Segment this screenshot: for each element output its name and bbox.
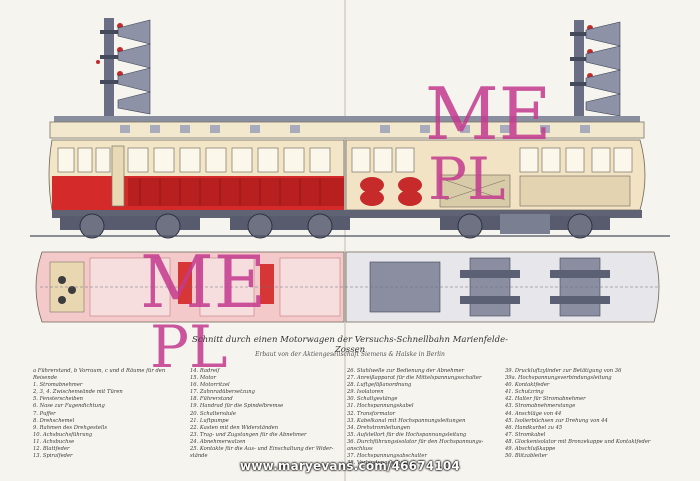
legend-entry: 26. Stahlwelle zur Bedienung der Abnehme… bbox=[347, 368, 465, 374]
legend-entry: 32. Transformator bbox=[347, 410, 396, 417]
legend-entry: 21. Luftpumpe bbox=[190, 417, 229, 424]
legend-entry: 33. Kabelkanal mit Hochspannungsleitunge… bbox=[347, 417, 466, 424]
legend-entry: 2, 3, 4. Zwischenwände mit Türen bbox=[33, 389, 123, 396]
legend-column-1: a Führerstand, b Vorraum, c und d Räume … bbox=[33, 368, 183, 460]
legend-entry: 40. Kontaktfeder bbox=[505, 382, 550, 389]
legend-entry: 48. Glockenisolator mit Bronzekappe und … bbox=[505, 438, 651, 445]
legend-entry: 20. Schaltersäule bbox=[190, 410, 236, 417]
plan-view bbox=[35, 251, 660, 323]
legend-entry: anschluss bbox=[347, 446, 373, 453]
legend-entry: 44. Anschläge von 44 bbox=[505, 410, 562, 417]
railcar-cutaway-illustration bbox=[30, 18, 670, 323]
legend-column-2: 14. Radreif 15. Motor 16. Motorritzel 17… bbox=[190, 368, 340, 460]
legend-entry: 35. Aufstellort für die Hochspannungslei… bbox=[347, 431, 467, 438]
legend-entry: 13. Spiralfeder bbox=[33, 453, 73, 460]
middle-bogie bbox=[230, 213, 350, 239]
legend-entry: 8. Drehschemel bbox=[33, 417, 75, 424]
legend-entry: stände bbox=[190, 453, 208, 460]
legend-entry: 37. Hochspannungsabschalter bbox=[347, 453, 427, 460]
plate-subtitle: Erbaut von der Aktiengesellschaft Siemen… bbox=[255, 351, 445, 358]
legend-entry: 10. Achsbuchsführung bbox=[33, 431, 93, 438]
right-current-collector-mast bbox=[570, 20, 621, 130]
legend-entry: 36. Durchführungsisolator für den Hochsp… bbox=[347, 438, 484, 445]
legend-entry: 7. Puffer bbox=[33, 410, 56, 417]
legend-entry: 11. Achsbuchse bbox=[33, 438, 75, 445]
legend-entry: 50. Blitzableiter bbox=[505, 453, 548, 460]
legend-entry: 16. Motorritzel bbox=[190, 382, 230, 389]
legend-entry: 39. Druckluftzylinder zur Betätigung von… bbox=[505, 368, 622, 374]
legend-entry: 49. Abschlußkappe bbox=[505, 446, 556, 453]
legend-entry: 34. Drehstromleitungen bbox=[347, 424, 411, 431]
legend-entry: 41. Schutzring bbox=[505, 389, 544, 396]
legend-entry: 30. Schaltgestänge bbox=[347, 396, 398, 403]
legend-entry: 46. Handkurbel zu 45 bbox=[505, 424, 563, 431]
legend-entry: a Führerstand, b Vorraum, c und d Räume … bbox=[33, 368, 166, 374]
legend-entry: 14. Radreif bbox=[190, 368, 220, 374]
legend-entry: 22. Kasten mit den Widerständen bbox=[190, 424, 279, 431]
legend-entry: 24. Abnehmerwalzen bbox=[190, 438, 246, 445]
legend-entry: 45. Isolierbüchsen zur Drehung von 44 bbox=[505, 417, 608, 424]
legend-entry: 39a. Hochspannungsverbindungsleitung bbox=[505, 375, 612, 382]
legend-entry: 9. Rahmen des Drehgestells bbox=[33, 424, 107, 431]
legend-entry: 29. Isolatoren bbox=[347, 389, 384, 396]
image-credit-url: www.maryevans.com/46674104 bbox=[240, 459, 460, 473]
right-bogie bbox=[440, 213, 610, 239]
legend-column-3: 26. Stahlwelle zur Bedienung der Abnehme… bbox=[347, 368, 497, 467]
legend-entry: 47. Stromkabel bbox=[505, 431, 546, 438]
watermark-text: PL bbox=[150, 313, 228, 381]
legend-entry: 31. Hochspannungskabel bbox=[347, 403, 414, 410]
legend-entry: 27. Anreißapparat für die Mittelspannung… bbox=[347, 375, 482, 382]
legend-entry: 23. Trag- und Zugstangen für die Abnehme… bbox=[190, 431, 307, 438]
legend-entry: 19. Handrad für die Spindelbremse bbox=[190, 403, 284, 410]
watermark-text: PL bbox=[428, 145, 506, 213]
legend-entry: 6. Nase zur Fugendichtung bbox=[33, 403, 105, 410]
legend-entry: 15. Motor bbox=[190, 375, 217, 382]
legend-entry: 18. Führerstand bbox=[190, 396, 233, 403]
legend-entry: 43. Stromabnehmerstange bbox=[505, 403, 576, 410]
book-spine bbox=[344, 0, 346, 481]
legend-entry: 42. Halter für Stromabnehmer bbox=[505, 396, 586, 403]
legend-entry: 12. Blattfeder bbox=[33, 446, 70, 453]
legend-entry: 1. Stromabnehmer bbox=[33, 382, 83, 389]
legend-entry: Reisende bbox=[33, 375, 58, 382]
legend-entry: 38. Verbindungsleitung bbox=[347, 460, 409, 467]
legend-entry: 5. Fensterscheiben bbox=[33, 396, 83, 403]
legend-column-4: 39. Druckluftzylinder zur Betätigung von… bbox=[505, 368, 675, 460]
legend-entry: 28. Luftgefäßanordnung bbox=[347, 382, 412, 389]
plate-title: Schnitt durch einen Motorwagen der Versu… bbox=[192, 335, 508, 355]
legend-entry: 25. Kontakte für die Aus- und Einschaltu… bbox=[190, 446, 334, 453]
legend-entry: 17. Zahnradübersetzung bbox=[190, 389, 255, 396]
left-current-collector-mast bbox=[96, 18, 151, 128]
watermark-text: ME bbox=[140, 240, 267, 324]
watermark-text: ME bbox=[425, 72, 552, 156]
left-bogie bbox=[60, 213, 200, 239]
